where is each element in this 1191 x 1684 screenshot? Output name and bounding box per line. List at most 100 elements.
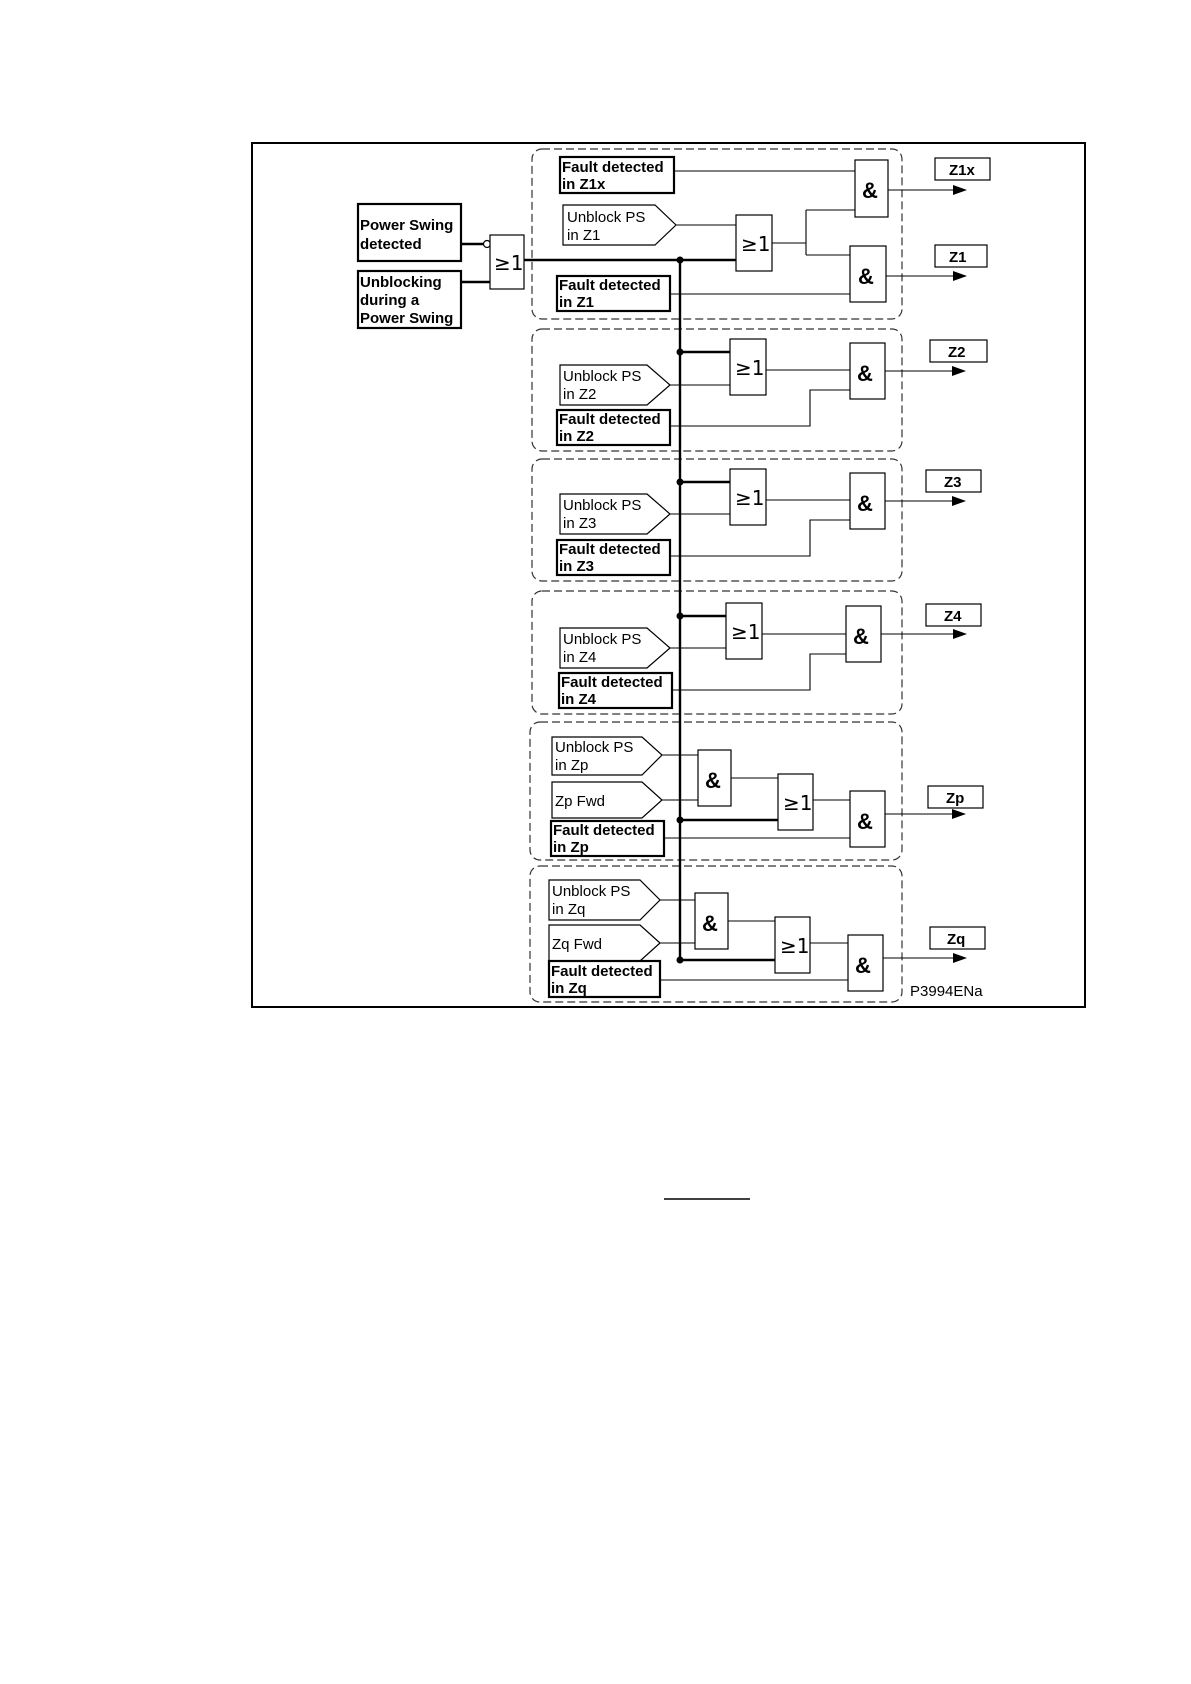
input-power-swing-detected — [356, 202, 463, 263]
signal-unblock-z2-line2: in Z2 — [563, 386, 596, 403]
and-gate-zq-2 — [847, 934, 884, 992]
wire — [772, 209, 855, 256]
and-gate-z2 — [849, 342, 886, 400]
signal-fault-z1-line2: in Z1 — [559, 294, 594, 311]
signal-unblock-ps-z1 — [562, 204, 677, 246]
zone-group-zp — [529, 721, 903, 861]
signal-unblock-zp-line1: Unblock PS — [555, 739, 633, 756]
signal-fault-z2-line2: in Z2 — [559, 428, 594, 445]
signal-unblock-z1-line1: Unblock PS — [567, 209, 645, 226]
and-gate-zp-1-label: & — [705, 768, 721, 793]
signal-fault-zq-line1: Fault detected — [551, 963, 653, 980]
signal-fault-z1x-line1: Fault detected — [562, 159, 664, 176]
signal-unblock-z3-line1: Unblock PS — [563, 497, 641, 514]
wire — [670, 519, 850, 557]
and-gate-z3-label: & — [857, 491, 873, 516]
or-gate-main-label: ≥1 — [494, 251, 523, 275]
signal-zq-fwd-label: Zq Fwd — [552, 936, 602, 953]
output-z3-label: Z3 — [944, 474, 962, 491]
or-gate-z1-label: ≥1 — [741, 232, 770, 256]
wire — [672, 653, 846, 691]
output-z4 — [925, 603, 982, 627]
input-unblocking-during-power-swing — [356, 269, 463, 330]
zone-group-z1 — [531, 148, 903, 320]
signal-fault-detected-zq — [547, 959, 662, 999]
input-power-swing-line2: detected — [360, 236, 422, 253]
zone-group-z3 — [531, 458, 903, 582]
zone-group-z4 — [531, 590, 903, 715]
signal-fault-z4-line1: Fault detected — [561, 674, 663, 691]
signal-unblock-zp-line2: in Zp — [555, 757, 588, 774]
output-z1x-label: Z1x — [949, 162, 976, 179]
signal-unblock-ps-z4 — [559, 627, 671, 669]
junction-dot — [676, 256, 684, 264]
or-gate-zp-label: ≥1 — [783, 791, 812, 815]
output-zq — [929, 926, 986, 950]
and-gate-zq-1-label: & — [702, 911, 718, 936]
signal-unblock-z3-line2: in Z3 — [563, 515, 596, 532]
figure-frame — [251, 142, 1086, 1008]
output-z1-label: Z1 — [949, 249, 967, 266]
signal-fault-z1-line1: Fault detected — [559, 277, 661, 294]
output-zp — [927, 785, 984, 809]
output-z3 — [925, 469, 982, 493]
figure-code: P3994ENa — [910, 983, 983, 1000]
and-gate-z1x-label: & — [862, 178, 878, 203]
and-gate-z1 — [849, 245, 887, 303]
signal-fault-zp-line1: Fault detected — [553, 822, 655, 839]
output-z1 — [934, 244, 988, 268]
or-gate-z2 — [729, 338, 767, 396]
signal-zp-fwd — [551, 781, 663, 819]
input-power-swing-line1: Power Swing — [360, 217, 453, 234]
or-gate-z3 — [729, 468, 767, 526]
signal-unblock-ps-zq — [548, 879, 661, 921]
signal-unblock-zq-line1: Unblock PS — [552, 883, 630, 900]
signal-fault-z3-line2: in Z3 — [559, 558, 594, 575]
signal-unblock-ps-z3 — [559, 493, 671, 535]
signal-zq-fwd — [548, 924, 661, 962]
signal-unblock-zq-line2: in Zq — [552, 901, 585, 918]
and-gate-z2-label: & — [857, 361, 873, 386]
signal-unblock-z4-line2: in Z4 — [563, 649, 596, 666]
output-zq-label: Zq — [947, 931, 965, 948]
signal-unblock-ps-z2 — [559, 364, 671, 406]
signal-unblock-z2-line1: Unblock PS — [563, 368, 641, 385]
input-unblocking-line2: during a — [360, 292, 420, 309]
output-z2-label: Z2 — [948, 344, 966, 361]
output-zp-label: Zp — [946, 790, 964, 807]
and-gate-zq-2-label: & — [855, 953, 871, 978]
and-gate-zp-2 — [849, 790, 886, 848]
signal-fault-detected-z3 — [555, 538, 672, 577]
or-gate-zp — [777, 773, 814, 831]
signal-fault-z1x-line2: in Z1x — [562, 176, 606, 193]
output-z4-label: Z4 — [944, 608, 962, 625]
signal-fault-detected-z1 — [555, 274, 672, 313]
and-gate-z1x — [854, 159, 889, 218]
signal-fault-zq-line2: in Zq — [551, 980, 587, 997]
or-gate-z1 — [735, 214, 773, 272]
signal-fault-z4-line2: in Z4 — [561, 691, 597, 708]
signal-fault-detected-zp — [549, 819, 666, 858]
signal-fault-detected-z4 — [557, 671, 674, 710]
zone-group-z2 — [531, 328, 903, 452]
input-unblocking-line3: Power Swing — [360, 310, 453, 327]
signal-fault-z3-line1: Fault detected — [559, 541, 661, 558]
signal-fault-detected-z2 — [555, 408, 672, 447]
input-unblocking-line1: Unblocking — [360, 274, 442, 291]
signal-fault-detected-z1x — [558, 155, 676, 195]
signal-unblock-ps-zp — [551, 736, 663, 776]
and-gate-z4-label: & — [853, 624, 869, 649]
signal-zp-fwd-label: Zp Fwd — [555, 793, 605, 810]
signal-fault-z2-line1: Fault detected — [559, 411, 661, 428]
and-gate-z3 — [849, 472, 886, 530]
zone-group-zq — [529, 865, 903, 1003]
or-gate-z3-label: ≥1 — [735, 486, 764, 510]
or-gate-z4-label: ≥1 — [731, 620, 760, 644]
output-z2 — [929, 339, 988, 363]
signal-unblock-z1-line2: in Z1 — [567, 227, 600, 244]
or-gate-main — [489, 234, 525, 290]
signal-unblock-z4-line1: Unblock PS — [563, 631, 641, 648]
or-gate-z2-label: ≥1 — [735, 356, 764, 380]
and-gate-zp-2-label: & — [857, 809, 873, 834]
